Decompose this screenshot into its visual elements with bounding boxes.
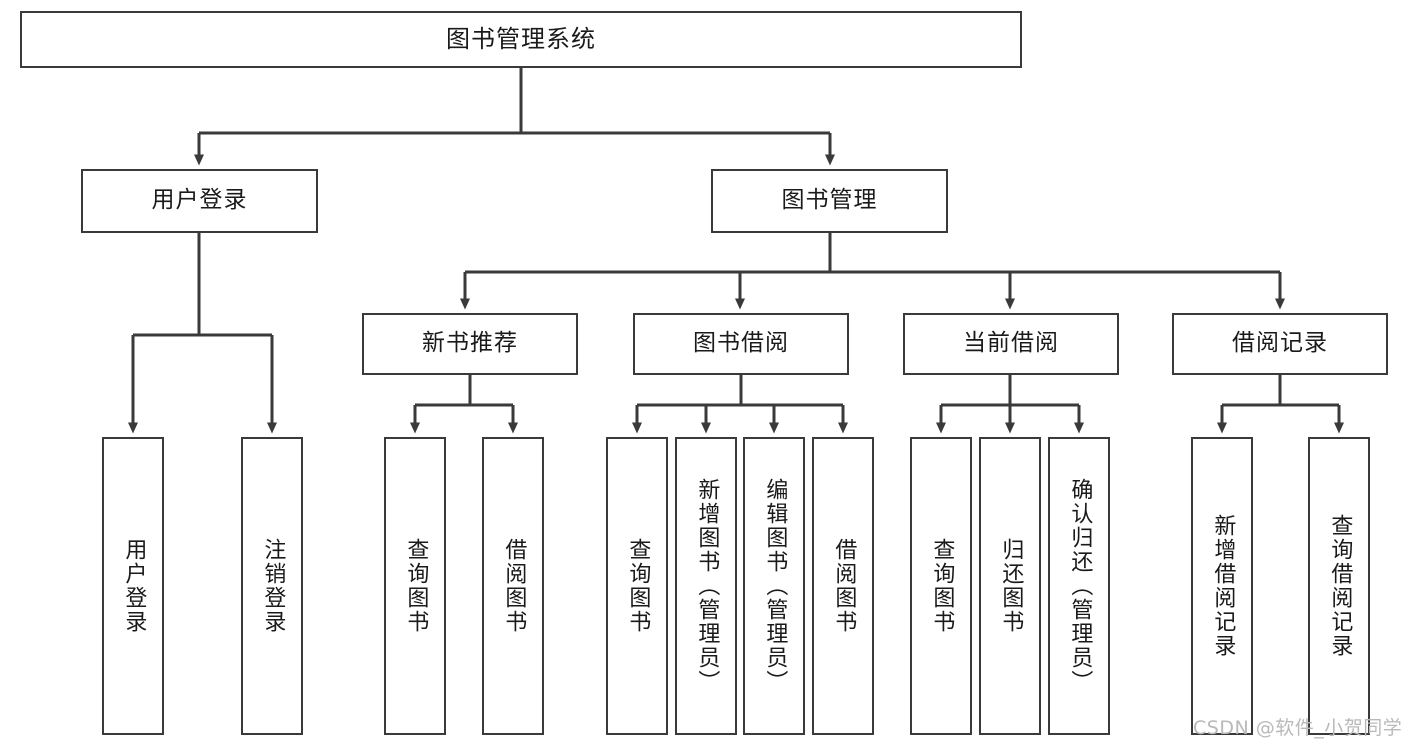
node-book-borrow[interactable]: 图书借阅: [633, 313, 849, 375]
leaf-label: 查询图书: [929, 538, 955, 634]
csdn-watermark: CSDN @软件_小贺同学: [1193, 717, 1403, 739]
node-book-management-label: 图书管理: [781, 187, 878, 214]
node-leaf-query-book-2[interactable]: 查询图书: [606, 437, 668, 735]
node-leaf-query-record[interactable]: 查询借阅记录: [1308, 437, 1370, 735]
node-new-book-recommend-label: 新书推荐: [422, 330, 518, 357]
node-leaf-borrow-book-2[interactable]: 借阅图书: [812, 437, 874, 735]
leaf-label: 新增图书（管理员）: [694, 478, 720, 694]
leaf-label: 确认归还（管理员）: [1067, 478, 1093, 694]
node-root[interactable]: 图书管理系统: [20, 11, 1022, 68]
leaf-label: 查询借阅记录: [1327, 514, 1353, 658]
leaf-label: 注销登录: [260, 538, 286, 634]
node-borrow-record[interactable]: 借阅记录: [1172, 313, 1388, 375]
node-user-login-label: 用户登录: [151, 187, 248, 214]
leaf-label: 新增借阅记录: [1210, 514, 1236, 658]
leaf-label: 用户登录: [121, 538, 147, 634]
node-leaf-return-book[interactable]: 归还图书: [979, 437, 1041, 735]
node-leaf-edit-book[interactable]: 编辑图书（管理员）: [743, 437, 805, 735]
leaf-label: 编辑图书（管理员）: [762, 478, 788, 694]
node-leaf-logout-login[interactable]: 注销登录: [241, 437, 303, 735]
node-book-borrow-label: 图书借阅: [693, 330, 789, 357]
node-leaf-query-book-3[interactable]: 查询图书: [910, 437, 972, 735]
leaf-label: 借阅图书: [501, 538, 527, 634]
leaf-label: 归还图书: [998, 538, 1024, 634]
leaf-label: 查询图书: [403, 538, 429, 634]
node-current-borrow-label: 当前借阅: [963, 330, 1059, 357]
leaf-label: 查询图书: [625, 538, 651, 634]
node-new-book-recommend[interactable]: 新书推荐: [362, 313, 578, 375]
node-root-label: 图书管理系统: [446, 25, 596, 54]
node-leaf-add-record[interactable]: 新增借阅记录: [1191, 437, 1253, 735]
node-borrow-record-label: 借阅记录: [1232, 330, 1328, 357]
node-current-borrow[interactable]: 当前借阅: [903, 313, 1119, 375]
node-leaf-add-book[interactable]: 新增图书（管理员）: [675, 437, 737, 735]
node-user-login[interactable]: 用户登录: [81, 169, 318, 233]
node-leaf-confirm-return[interactable]: 确认归还（管理员）: [1048, 437, 1110, 735]
node-leaf-user-login[interactable]: 用户登录: [102, 437, 164, 735]
node-leaf-borrow-book-1[interactable]: 借阅图书: [482, 437, 544, 735]
leaf-label: 借阅图书: [831, 538, 857, 634]
node-leaf-query-book-1[interactable]: 查询图书: [384, 437, 446, 735]
node-book-management[interactable]: 图书管理: [711, 169, 948, 233]
